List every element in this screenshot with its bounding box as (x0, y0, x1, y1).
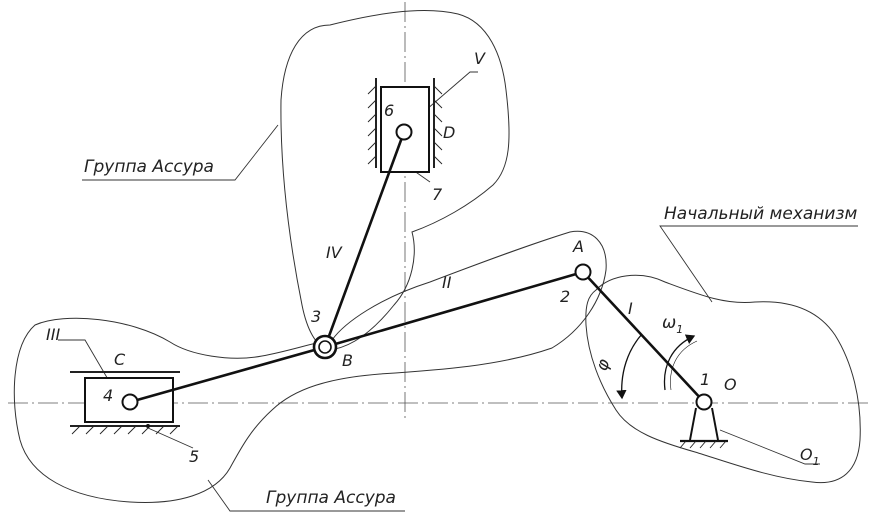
label-num-1: 1 (700, 370, 710, 389)
phi-angle-arrow (616, 333, 643, 400)
slider-C-contact-dot (146, 424, 150, 428)
slider-D-right-hatching (433, 85, 443, 165)
initial-mechanism-leader (659, 225, 858, 303)
label-point-O1: O1 (800, 445, 820, 468)
link-AB (323, 270, 585, 349)
label-num-2: 2 (560, 287, 570, 306)
slider-C-bottom-hatching (71, 425, 179, 435)
label-omega: ω1 (662, 313, 683, 336)
label-5-leader (147, 427, 194, 449)
label-num-5: 5 (189, 447, 199, 466)
label-point-O: O (724, 375, 737, 394)
assur-group-top-label: Группа Ассура (84, 157, 214, 177)
fixed-support-O (679, 407, 728, 449)
assur-top-leader (82, 124, 279, 181)
label-link-IV: IV (326, 243, 343, 262)
link-BD (323, 130, 406, 349)
label-III-leader (58, 339, 117, 394)
assur-group-top-outline (280, 10, 510, 351)
link-BC (128, 345, 327, 404)
label-num-7: 7 (432, 185, 443, 204)
assur-group-bottom-outline (13, 230, 607, 503)
label-num-4: 4 (103, 386, 113, 405)
assur-bottom-leader (207, 479, 405, 512)
label-link-II: II (442, 273, 452, 292)
joint-A (574, 263, 592, 281)
label-point-A: A (572, 237, 584, 256)
label-link-III: III (46, 325, 60, 344)
joint-O (695, 393, 713, 411)
omega-arc-2 (670, 340, 698, 391)
initial-mechanism-label: Начальный механизм (664, 204, 858, 224)
joint-D (395, 123, 413, 141)
assur-group-bottom-label: Группа Ассура (266, 488, 396, 508)
label-point-B: B (342, 351, 353, 370)
omega-arrow (663, 334, 696, 391)
initial-mechanism-outline (585, 274, 861, 484)
label-num-3: 3 (311, 307, 321, 326)
label-phi: φ (592, 356, 615, 374)
joint-B-inner (318, 340, 332, 354)
label-point-D: D (443, 123, 455, 142)
label-link-I: I (628, 299, 633, 318)
label-point-C: C (114, 350, 126, 369)
label-O1-leader (719, 429, 820, 465)
label-num-6: 6 (384, 101, 394, 120)
joint-C (121, 393, 139, 411)
label-link-V: V (474, 49, 486, 68)
label-V-leader (418, 71, 478, 117)
slider-D-left-hatching (367, 85, 377, 165)
link-OA-crank (581, 270, 706, 404)
